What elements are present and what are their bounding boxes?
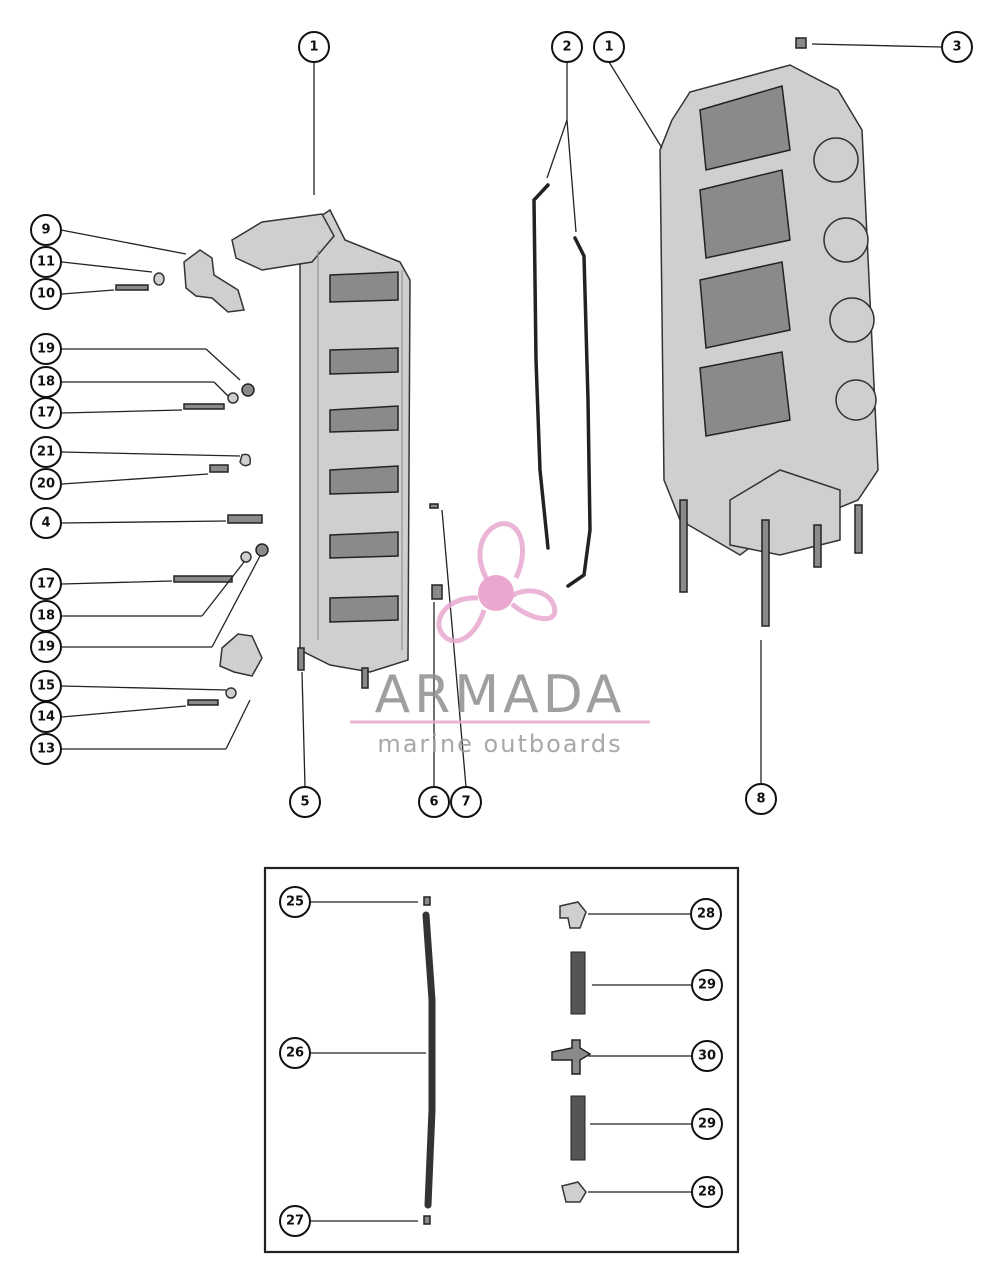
svg-text:30: 30 xyxy=(698,1049,716,1064)
callout-19: 19 xyxy=(30,333,62,365)
svg-text:20: 20 xyxy=(37,477,55,492)
svg-text:4: 4 xyxy=(41,516,50,531)
callout-5: 5 xyxy=(289,786,321,818)
svg-text:15: 15 xyxy=(37,679,55,694)
armada-logo: ARMADA marine outboards xyxy=(350,521,650,758)
svg-text:1: 1 xyxy=(309,40,318,55)
callout-30: 30 xyxy=(691,1040,723,1072)
svg-text:19: 19 xyxy=(37,342,55,357)
gasket-illustration xyxy=(532,183,592,588)
svg-text:28: 28 xyxy=(697,907,715,922)
cylinder-block-illustration xyxy=(659,37,879,627)
callout-9: 9 xyxy=(30,214,62,246)
svg-text:10: 10 xyxy=(37,287,55,302)
callout-8: 8 xyxy=(745,783,777,815)
propeller-logo-mark xyxy=(436,521,558,644)
callout-27: 27 xyxy=(279,1205,311,1237)
svg-text:9: 9 xyxy=(41,223,50,238)
svg-text:29: 29 xyxy=(698,1117,716,1132)
callout-13: 13 xyxy=(30,733,62,765)
inset-hose-kit xyxy=(263,866,740,1254)
callout-17: 17 xyxy=(30,397,62,429)
callout-26: 26 xyxy=(279,1037,311,1069)
svg-text:17: 17 xyxy=(37,406,55,421)
svg-text:13: 13 xyxy=(37,742,55,757)
svg-text:5: 5 xyxy=(300,795,309,810)
callout-28: 28 xyxy=(690,898,722,930)
callout-10: 10 xyxy=(30,278,62,310)
svg-text:1: 1 xyxy=(604,40,613,55)
svg-text:8: 8 xyxy=(756,792,765,807)
callout-20: 20 xyxy=(30,468,62,500)
callout-29: 29 xyxy=(691,969,723,1001)
svg-text:21: 21 xyxy=(37,445,55,460)
callout-1: 1 xyxy=(298,31,330,63)
callout-4: 4 xyxy=(30,507,62,539)
callout-25: 25 xyxy=(279,886,311,918)
svg-text:2: 2 xyxy=(562,40,571,55)
svg-text:19: 19 xyxy=(37,640,55,655)
callout-11: 11 xyxy=(30,246,62,278)
svg-text:18: 18 xyxy=(37,375,55,390)
callout-6: 6 xyxy=(418,786,450,818)
logo-tagline: marine outboards xyxy=(377,730,622,758)
left-hardware-illustration xyxy=(115,249,443,706)
svg-text:14: 14 xyxy=(37,710,55,725)
svg-text:6: 6 xyxy=(429,795,438,810)
svg-text:28: 28 xyxy=(698,1185,716,1200)
callout-21: 21 xyxy=(30,436,62,468)
svg-text:3: 3 xyxy=(952,40,961,55)
svg-text:27: 27 xyxy=(286,1214,304,1229)
callout-18: 18 xyxy=(30,600,62,632)
logo-wordmark: ARMADA xyxy=(375,665,626,725)
svg-text:11: 11 xyxy=(37,255,55,270)
callout-15: 15 xyxy=(30,670,62,702)
callout-14: 14 xyxy=(30,701,62,733)
crankcase-cover-illustration xyxy=(231,208,411,689)
svg-text:25: 25 xyxy=(286,895,304,910)
callout-1: 1 xyxy=(593,31,625,63)
callout-7: 7 xyxy=(450,786,482,818)
callout-3: 3 xyxy=(941,31,973,63)
svg-text:26: 26 xyxy=(286,1046,304,1061)
svg-text:17: 17 xyxy=(37,577,55,592)
svg-text:29: 29 xyxy=(698,978,716,993)
svg-text:18: 18 xyxy=(37,609,55,624)
callout-19: 19 xyxy=(30,631,62,663)
callout-29: 29 xyxy=(691,1108,723,1140)
callout-2: 2 xyxy=(551,31,583,63)
callout-17: 17 xyxy=(30,568,62,600)
callout-18: 18 xyxy=(30,366,62,398)
svg-text:7: 7 xyxy=(461,795,470,810)
leader-lines xyxy=(60,43,942,1222)
callout-28: 28 xyxy=(691,1176,723,1208)
